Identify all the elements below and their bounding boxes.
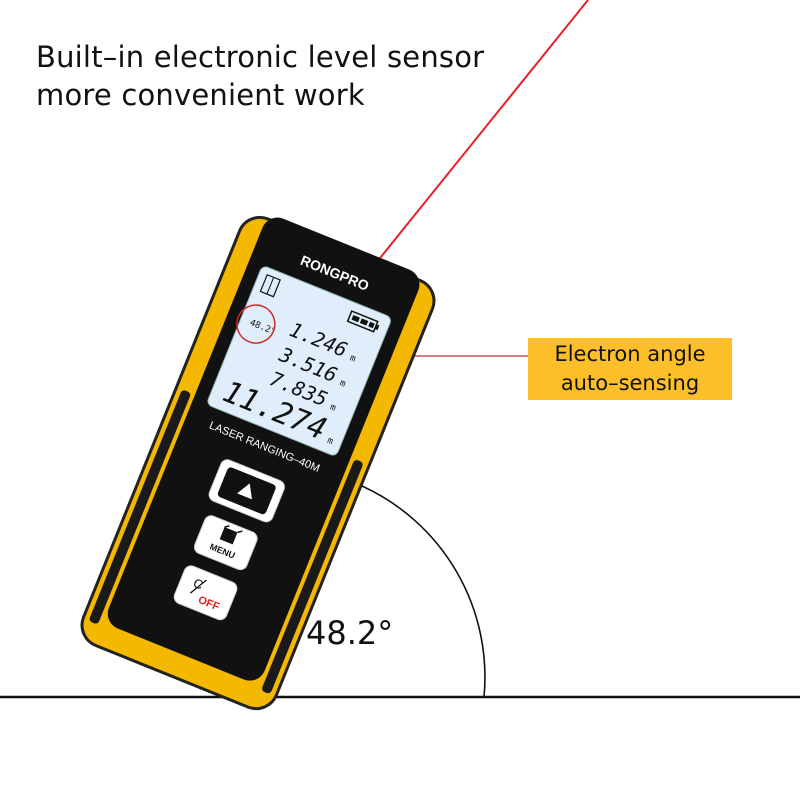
laser-beam [371, 0, 589, 269]
lcd-unit-4: m [326, 436, 335, 447]
menu-button[interactable]: MENU [192, 514, 259, 572]
lcd-screen [207, 266, 391, 456]
lcd-unit-2: m [338, 378, 347, 389]
lcd-unit-1: m [348, 353, 357, 364]
clear-off-button[interactable]: C OFF [172, 564, 239, 622]
battery-icon [346, 310, 380, 333]
angle-arc [361, 485, 486, 698]
headline: Built–in electronic level sensor more co… [36, 38, 484, 114]
lcd-unit-3: m [328, 402, 337, 413]
cube-icon [219, 525, 243, 545]
side-stripe-right [262, 460, 363, 694]
measure-button[interactable] [207, 458, 287, 524]
angle-sensing-callout: Electron angle auto–sensing [528, 338, 732, 400]
callout-line-2: auto–sensing [560, 371, 700, 395]
callout-line-1: Electron angle [554, 342, 706, 366]
rangefinder-device: RONGPRO 48.2° 1.246 3.516 7.835 11.274 m… [80, 215, 436, 711]
angle-label: 48.2° [306, 614, 394, 652]
measure-mode-icon [259, 273, 281, 298]
angle-highlight-circle [236, 304, 276, 344]
side-stripe-left [89, 390, 191, 624]
headline-line-2: more convenient work [36, 78, 365, 112]
headline-line-1: Built–in electronic level sensor [36, 40, 485, 74]
triangle-up-icon [237, 483, 252, 500]
